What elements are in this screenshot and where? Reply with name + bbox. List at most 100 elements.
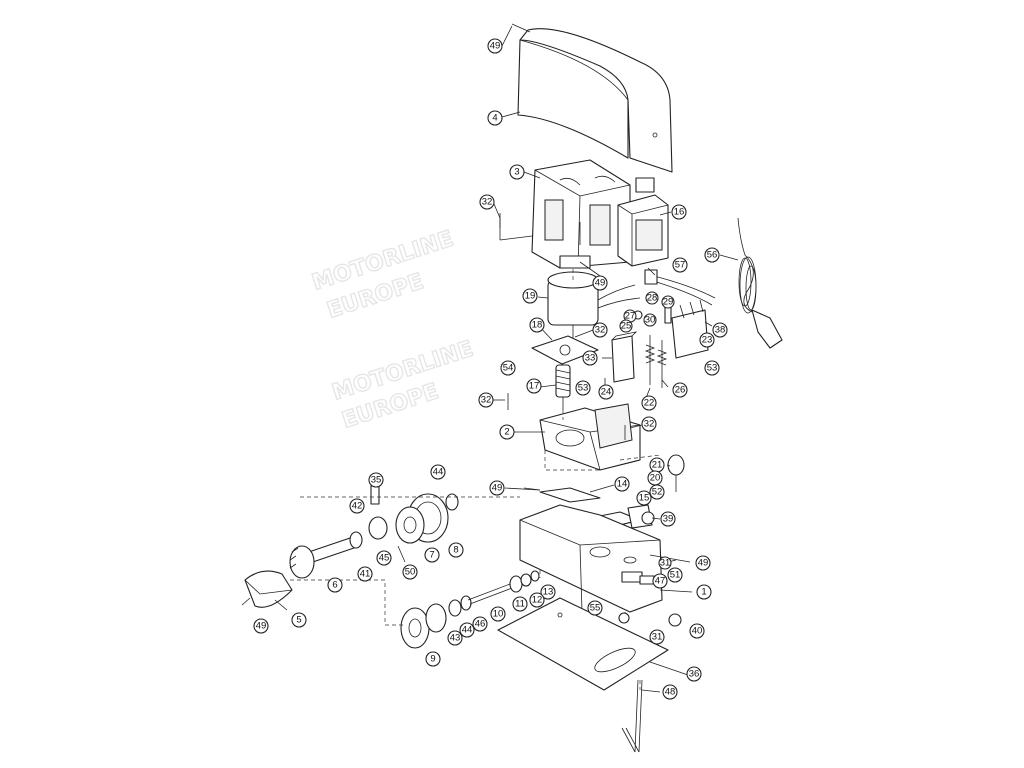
callout-48: 48 [662,684,678,700]
callout-12: 12 [529,592,545,608]
callout-41: 41 [357,566,373,582]
callout-9: 9 [425,651,441,667]
svg-text:2: 2 [504,427,509,438]
callout-50: 50 [402,564,418,580]
svg-text:14: 14 [617,479,628,490]
callout-27: 27 [623,309,637,323]
svg-text:49: 49 [698,558,709,569]
svg-text:15: 15 [639,493,650,504]
callout-29: 29 [661,295,675,309]
svg-text:32: 32 [644,419,655,430]
callout-57: 57 [672,257,688,273]
callout-54: 54 [500,360,516,376]
callout-45: 45 [376,550,392,566]
svg-text:4: 4 [492,113,497,124]
callout-5: 5 [291,612,307,628]
cover-part [511,23,673,173]
svg-text:32: 32 [481,395,492,406]
svg-text:42: 42 [352,501,363,512]
svg-text:49: 49 [492,483,503,494]
svg-text:56: 56 [707,250,718,261]
pinion-shaft-part [289,531,363,579]
callout-20: 20 [647,470,663,486]
callout-22: 22 [641,395,657,411]
svg-text:8: 8 [453,545,458,556]
svg-text:12: 12 [532,595,543,606]
screws-part [241,213,682,627]
limit-switch-gear-part [667,454,685,492]
callout-39: 39 [660,511,676,527]
svg-text:50: 50 [405,567,416,578]
svg-text:3: 3 [514,167,519,178]
svg-text:29: 29 [663,297,674,308]
svg-text:31: 31 [660,558,671,569]
svg-text:55: 55 [590,603,601,614]
terminal-block-part [671,299,709,359]
callout-3: 3 [509,164,525,180]
svg-text:30: 30 [645,315,656,326]
gear-group-part [368,485,459,563]
svg-text:27: 27 [625,311,636,322]
svg-text:51: 51 [670,570,681,581]
callout-56: 56 [704,247,720,263]
anchor-bolt-part [621,679,643,753]
housing-part [499,159,631,269]
callout-32: 32 [479,194,495,210]
callout-49: 49 [253,618,269,634]
svg-text:5: 5 [296,615,301,626]
svg-text:33: 33 [585,353,596,364]
callout-35: 35 [368,472,384,488]
capacitor-part [617,177,669,267]
callout-55: 55 [587,600,603,616]
svg-text:57: 57 [675,260,686,271]
svg-text:36: 36 [689,669,700,680]
callout-31: 31 [658,556,672,570]
callout-30: 30 [643,313,657,327]
svg-text:25: 25 [621,321,632,332]
callout-43: 43 [447,630,463,646]
callout-labels: 49 4 3 32 16 49 56 57 19 28 29 27 30 25 … [253,38,728,700]
callout-52: 52 [649,484,665,500]
motor-plate-part [531,335,599,365]
callout-21: 21 [649,457,665,473]
svg-text:20: 20 [650,473,661,484]
svg-text:7: 7 [429,550,434,561]
pinion-cover-part [244,570,293,608]
brand-watermark: MOTORLINE EUROPE MOTORLINE EUROPE [308,226,477,435]
callout-2: 2 [499,424,515,440]
callout-36: 36 [686,666,702,682]
callout-49: 49 [487,38,503,54]
callout-19: 19 [522,288,538,304]
svg-text:17: 17 [529,381,540,392]
svg-text:16: 16 [674,207,685,218]
svg-text:22: 22 [644,398,655,409]
callout-18: 18 [529,317,545,333]
svg-text:41: 41 [360,569,371,580]
svg-text:47: 47 [655,576,666,587]
callout-53: 53 [704,360,720,376]
svg-text:48: 48 [665,687,676,698]
callout-38: 38 [712,322,728,338]
callout-28: 28 [645,291,659,305]
svg-text:9: 9 [430,654,435,665]
callout-6: 6 [327,577,343,593]
callout-49: 49 [592,275,608,291]
svg-text:38: 38 [715,325,726,336]
callout-47: 47 [652,573,668,589]
callout-13: 13 [540,584,556,600]
callout-7: 7 [424,547,440,563]
svg-text:21: 21 [652,460,663,471]
callout-44: 44 [430,464,446,480]
svg-text:52: 52 [652,487,663,498]
power-cable-part [737,217,783,349]
svg-text:54: 54 [503,363,514,374]
svg-text:19: 19 [525,291,536,302]
svg-text:44: 44 [433,467,444,478]
svg-text:11: 11 [515,599,525,610]
svg-text:53: 53 [707,363,718,374]
callout-31: 31 [649,629,665,645]
wire-harness-part [644,269,716,306]
svg-text:6: 6 [332,580,337,591]
svg-text:49: 49 [256,621,267,632]
